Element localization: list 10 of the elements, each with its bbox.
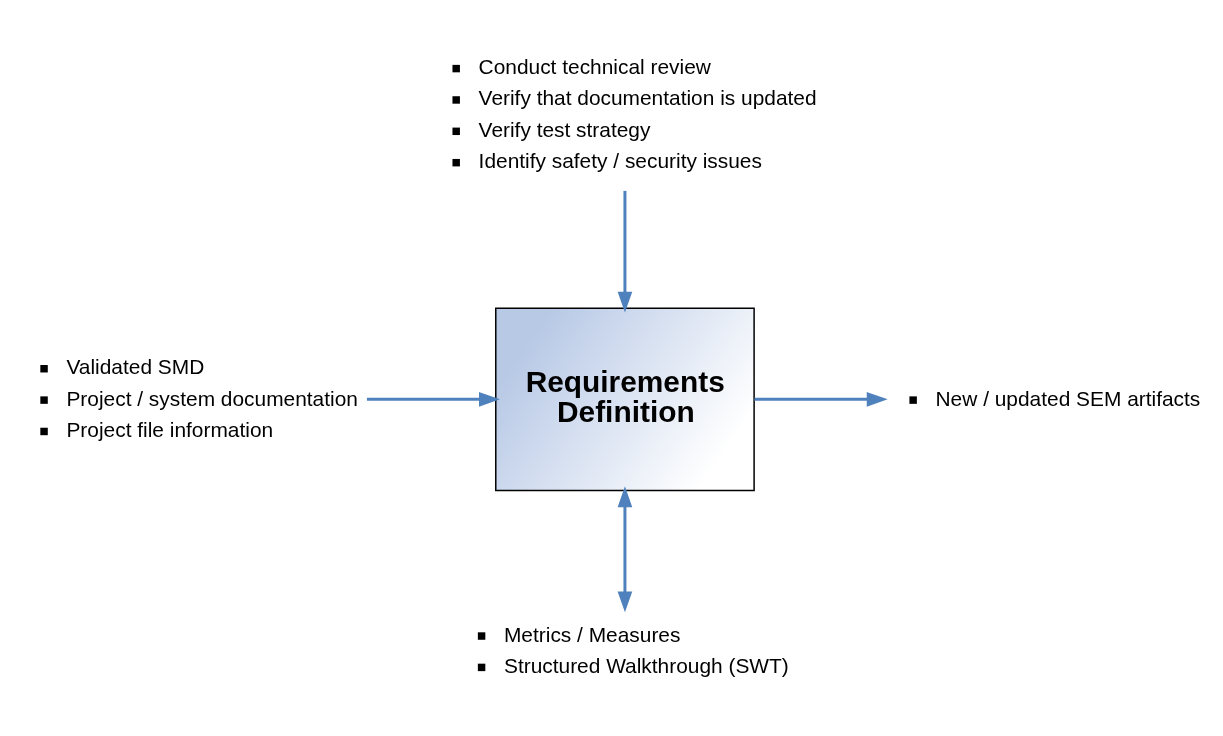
node-text: Conduct technical review Verify that documentation is updated Verify test strategy Identify safety / security issues [478,55,817,173]
node-text: Metrics / Measures Structured Walkthrough (SWT) [503,622,789,677]
node-box: Requirements Definition [495,307,755,492]
arrow [754,392,888,407]
arrow [617,486,633,613]
node-box [909,396,917,404]
arrow [617,190,633,313]
node-text: Validated SMD Project / system documentation Project file information [66,355,358,441]
node-label: New / updated SEM artifacts [935,386,1201,410]
arrow [366,392,500,407]
